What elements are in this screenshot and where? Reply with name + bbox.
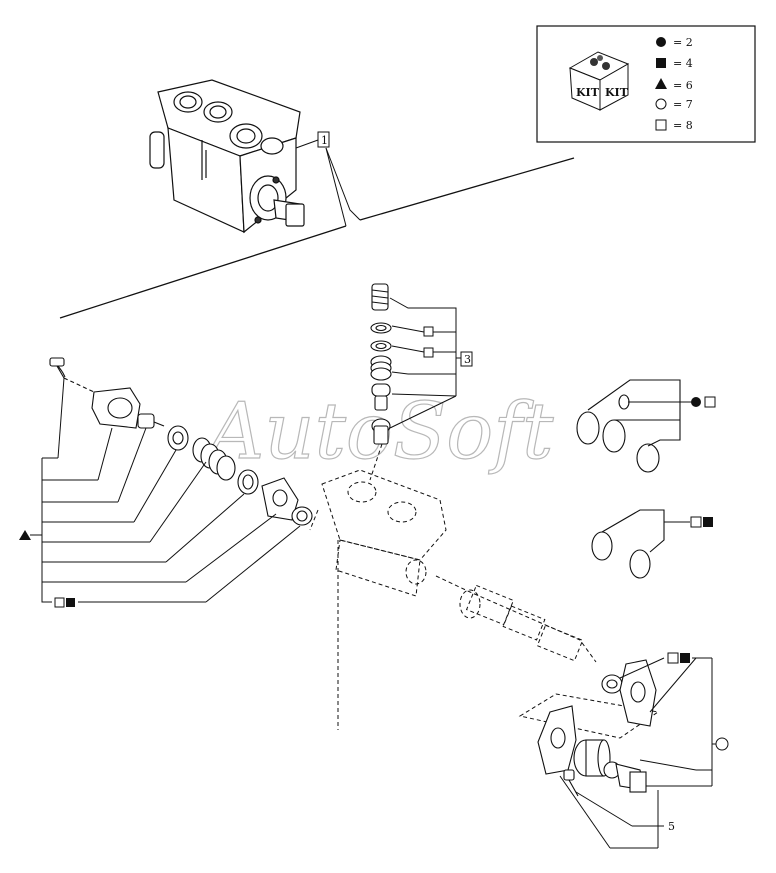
filled-triangle-icon bbox=[19, 530, 31, 540]
callout-box-1 bbox=[317, 131, 330, 148]
filled-circle-icon bbox=[656, 37, 666, 47]
filled-square-icon bbox=[66, 598, 75, 607]
open-square-icon bbox=[54, 597, 65, 608]
center-top-parts bbox=[370, 283, 392, 445]
open-circle-icon bbox=[655, 98, 667, 110]
kit-label-left: KIT bbox=[576, 86, 600, 99]
callout-1: 1 bbox=[321, 134, 328, 147]
open-square-icon bbox=[704, 396, 716, 408]
leader-lines bbox=[59, 139, 575, 319]
callout-5: 5 bbox=[668, 820, 675, 833]
bottom-right-parts bbox=[537, 659, 657, 797]
filled-square-icon bbox=[656, 58, 666, 68]
valve-body-dashed bbox=[309, 443, 660, 739]
legend-value-5: = 8 bbox=[673, 119, 693, 132]
valve-assembly-top bbox=[149, 79, 305, 234]
center-bracket bbox=[389, 297, 462, 429]
callout-3: 3 bbox=[464, 353, 471, 366]
open-circle-icon bbox=[715, 737, 729, 751]
filled-circle-icon bbox=[691, 397, 701, 407]
kit-legend: KIT KIT = 2 = 4 = 6 = 7 = 8 bbox=[536, 25, 756, 143]
legend-value-4: = 7 bbox=[673, 98, 693, 111]
callout-box-3 bbox=[460, 351, 473, 367]
filled-triangle-icon bbox=[655, 78, 667, 89]
legend-value-2: = 4 bbox=[673, 57, 693, 70]
kit-label-right: KIT bbox=[605, 86, 629, 99]
open-square-icon bbox=[690, 516, 702, 528]
right-rings-1 bbox=[576, 379, 692, 473]
open-square-icon bbox=[655, 119, 667, 131]
filled-square-icon bbox=[680, 653, 690, 663]
kit-icon: KIT KIT bbox=[568, 51, 630, 111]
open-square-icon bbox=[667, 652, 679, 664]
left-parts bbox=[49, 357, 313, 526]
left-bracket bbox=[30, 377, 301, 603]
bottom-right-bracket bbox=[559, 657, 716, 849]
legend-value-1: = 2 bbox=[673, 36, 693, 49]
legend-value-3: = 6 bbox=[673, 79, 693, 92]
right-rings-2 bbox=[591, 509, 690, 579]
filled-square-icon bbox=[703, 517, 713, 527]
